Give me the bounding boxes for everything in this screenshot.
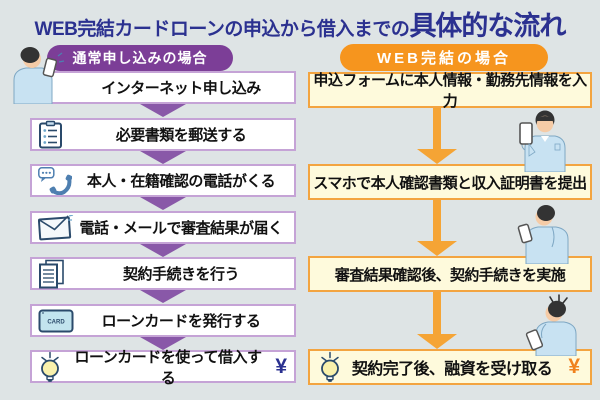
envelope-icon (38, 214, 74, 241)
page-title-emphasis: 具体的な流れ (409, 11, 566, 41)
left-step-2-label: 必要書類を郵送する (115, 127, 247, 144)
lightbulb-icon (318, 351, 342, 383)
left-step-1: インターネット申し込み (30, 71, 296, 104)
right-step-4-label: 契約完了後、融資を受け取る (351, 361, 553, 378)
left-step-2: 必要書類を郵送する (30, 118, 296, 151)
down-arrow-icon (140, 104, 186, 117)
page-title: WEB完結カードローンの申込から借入までの具体的な流れ (0, 4, 600, 41)
clipboard-icon (38, 120, 64, 149)
left-step-7-label: ローンカードを使って借入する (74, 348, 262, 387)
down-arrow-icon (140, 244, 186, 257)
down-arrow-icon (140, 290, 186, 303)
person-using-phone-icon (517, 205, 569, 264)
down-arrow-icon (140, 337, 186, 350)
down-arrow-line (433, 108, 441, 150)
down-arrow-icon (140, 197, 186, 210)
down-arrow-icon (417, 334, 457, 349)
down-arrow-line (433, 200, 441, 242)
person-holding-phone-icon (519, 110, 566, 172)
left-step-3-label: 本人・在籍確認の電話がくる (86, 173, 276, 190)
right-step-1-label: 申込フォームに本人情報・勤務先情報を入力 (313, 72, 587, 110)
down-arrow-icon (417, 149, 457, 164)
left-step-6-label: ローンカードを発行する (101, 313, 261, 330)
person-smartphone-icon (13, 47, 65, 104)
left-column-header: 通常申し込みの場合 (47, 45, 233, 71)
right-column-header-label: WEB完結の場合 (377, 50, 511, 67)
lightbulb-icon (38, 351, 62, 382)
right-step-1: 申込フォームに本人情報・勤務先情報を入力 (308, 72, 592, 110)
down-arrow-icon (417, 241, 457, 256)
left-step-7: ローンカードを使って借入する ¥ (30, 349, 296, 387)
left-step-4: 電話・メールで審査結果が届く (30, 211, 296, 244)
card-icon-label: CARD (47, 319, 65, 325)
right-column-header: WEB完結の場合 (340, 44, 548, 71)
down-arrow-line (433, 292, 441, 335)
page-title-main: WEB完結カードローンの申込から借入までの (34, 19, 410, 40)
person-checking-phone-icon (525, 294, 577, 356)
yen-symbol-left: ¥ (275, 354, 287, 378)
yen-symbol-right: ¥ (568, 355, 580, 378)
right-step-3-label: 審査結果確認後、契約手続きを実施 (334, 266, 566, 284)
left-step-4-label: 電話・メールで審査結果が届く (79, 220, 283, 237)
right-step-2-label: スマホで本人確認書類と収入証明書を提出 (313, 174, 587, 192)
phone-speech-bubble-icon (38, 166, 72, 195)
loan-card-icon: CARD (38, 309, 74, 333)
left-step-6: CARD ローンカードを発行する (30, 304, 296, 337)
left-step-1-label: インターネット申し込み (101, 80, 261, 97)
documents-icon (38, 259, 65, 289)
down-arrow-icon (140, 151, 186, 164)
left-column-header-label: 通常申し込みの場合 (72, 50, 208, 66)
left-step-5: 契約手続きを行う (30, 257, 296, 290)
left-step-5-label: 契約手続きを行う (122, 266, 240, 283)
left-step-3: 本人・在籍確認の電話がくる (30, 164, 296, 197)
